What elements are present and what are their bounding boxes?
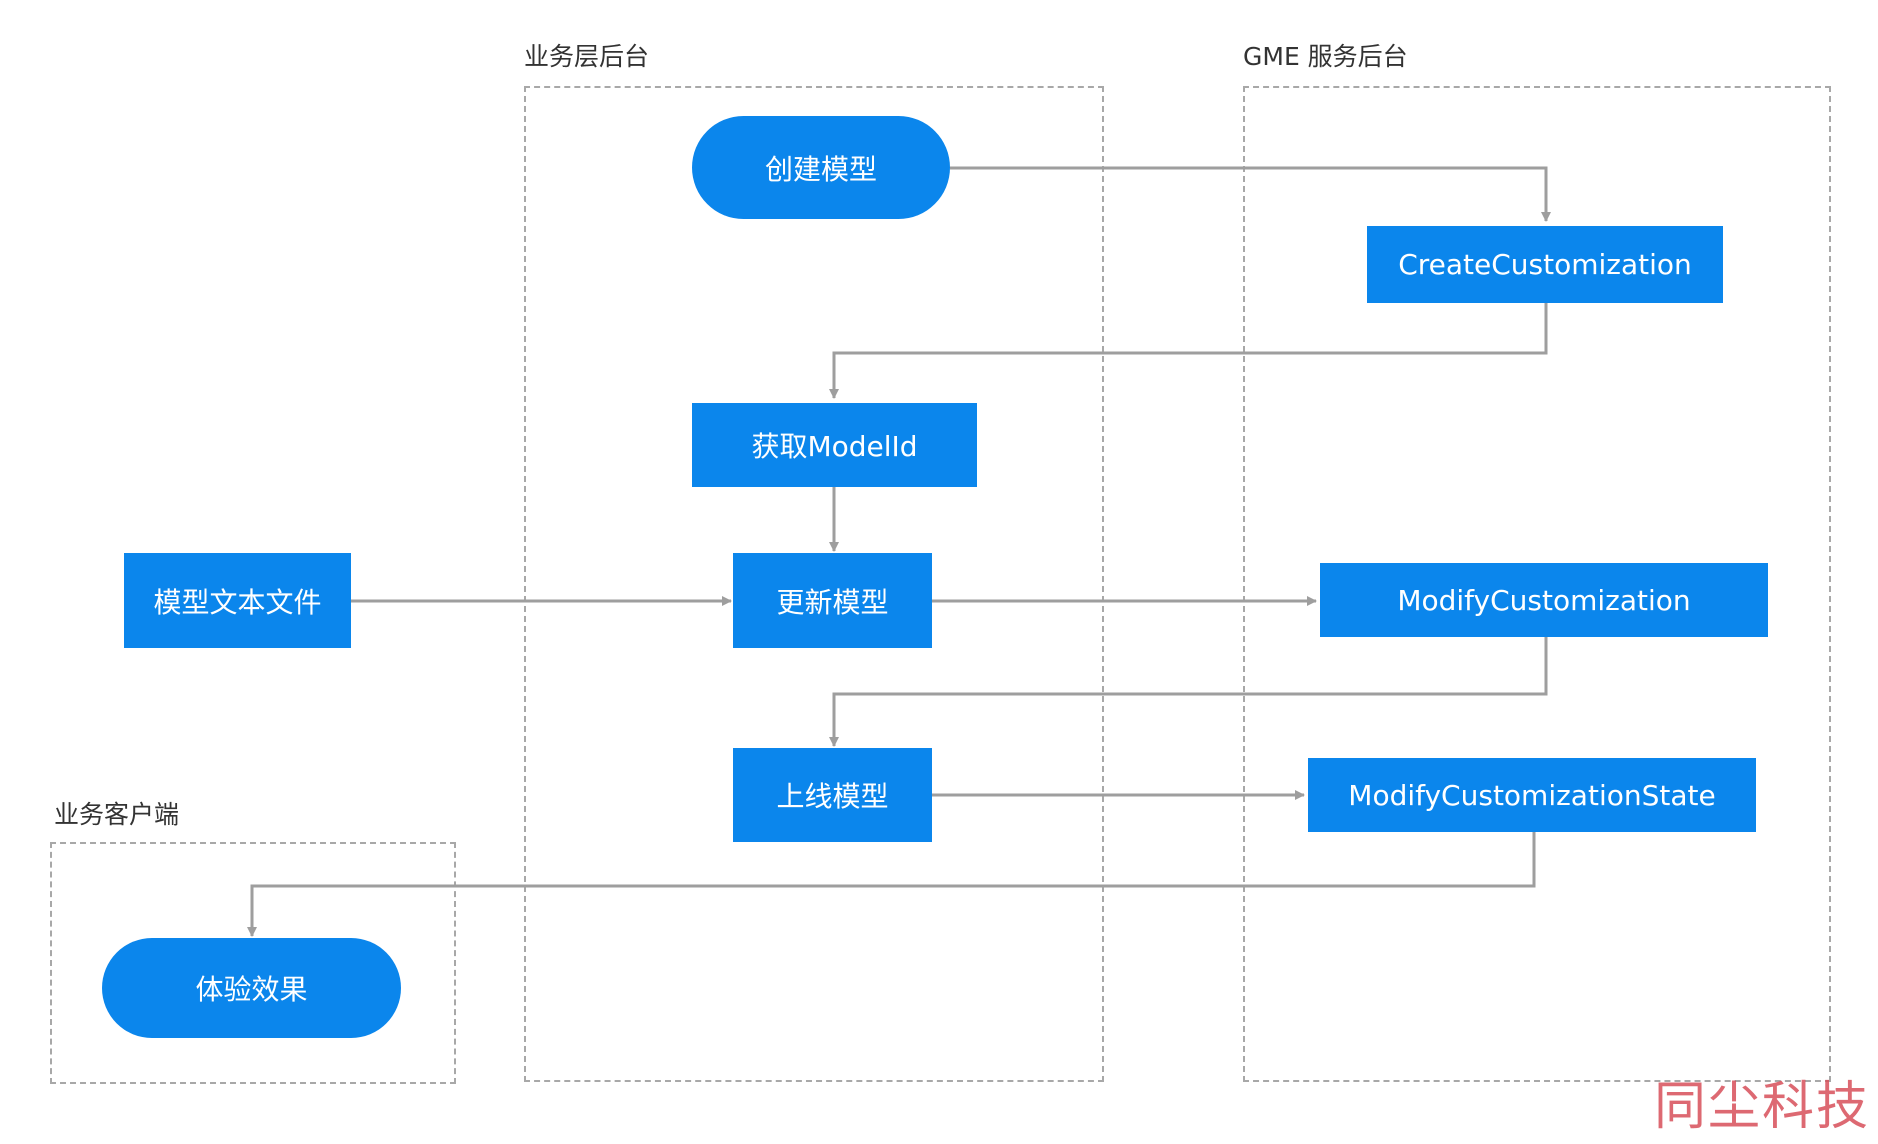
- watermark-logo: 同尘科技: [1653, 1077, 1870, 1137]
- get-model-id-node[interactable]: 获取ModelId: [692, 403, 977, 487]
- business-backend-zone: [524, 86, 1104, 1082]
- gme-backend-label: GME 服务后台: [1243, 42, 1408, 71]
- create-customization-node[interactable]: CreateCustomization: [1367, 226, 1723, 303]
- gme-backend-zone: [1243, 86, 1831, 1082]
- business-client-label: 业务客户端: [54, 800, 180, 829]
- model-text-file-node[interactable]: 模型文本文件: [124, 553, 351, 648]
- modify-customization-node[interactable]: ModifyCustomization: [1320, 563, 1768, 637]
- modify-customization-state-node[interactable]: ModifyCustomizationState: [1308, 758, 1756, 832]
- online-model-node[interactable]: 上线模型: [733, 748, 932, 842]
- business-backend-label: 业务层后台: [524, 42, 650, 71]
- create-model-node[interactable]: 创建模型: [692, 116, 950, 219]
- update-model-node[interactable]: 更新模型: [733, 553, 932, 648]
- experience-effect-node[interactable]: 体验效果: [102, 938, 401, 1038]
